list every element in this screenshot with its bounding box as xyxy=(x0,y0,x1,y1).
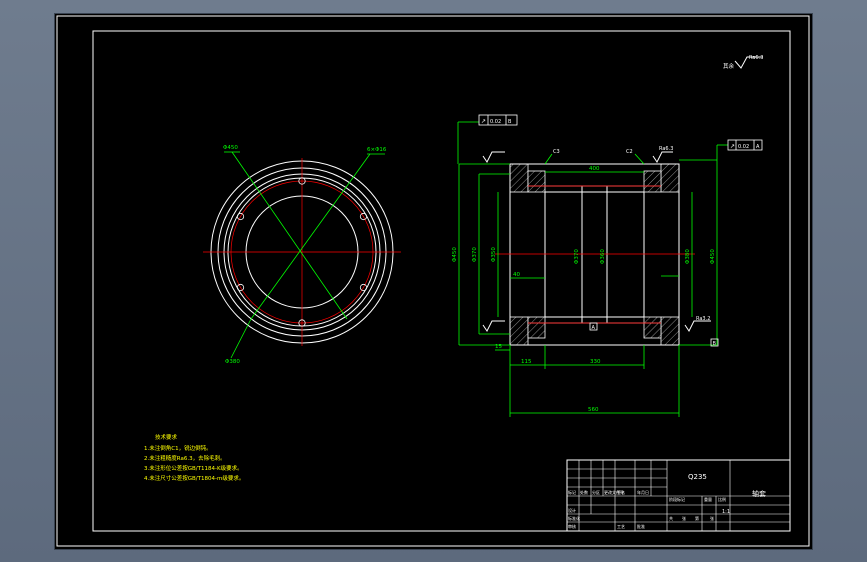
title-block-label: 阶段标记 xyxy=(669,496,685,502)
notes-item-1: 2.未注粗糙度Ra6.3，去除毛刺。 xyxy=(144,454,226,462)
fcf-top-left xyxy=(478,114,518,126)
title-block-frame xyxy=(566,459,791,532)
fcf-tol-right: 0.02 xyxy=(738,144,749,150)
title-block-label: 第 xyxy=(695,515,699,521)
title-block-label: 张 xyxy=(710,515,714,521)
bolt-holes xyxy=(236,177,368,327)
bolt-hole xyxy=(359,212,368,221)
title-block-label: 标记 xyxy=(568,489,576,495)
notes-item-0: 1.未注倒角C1，锐边倒钝。 xyxy=(144,444,212,452)
title-part-name: 轴套 xyxy=(752,489,766,498)
title-block-label: 张 xyxy=(682,515,686,521)
flange-right-top-hatch xyxy=(660,163,680,193)
notes-item-2: 3.未注形位公差按GB/T1184-K级要求。 xyxy=(144,464,243,472)
dim-outer-left: Φ450 xyxy=(452,247,458,262)
dim-mid-right: Φ380 xyxy=(685,249,691,264)
front-label-1: 6×Φ16 xyxy=(367,147,387,153)
roughness-right-icon xyxy=(684,320,711,332)
datum-b: B xyxy=(713,341,717,347)
dim-top: 400 xyxy=(589,166,600,172)
bolt-hole xyxy=(359,283,368,292)
dim-small: 40 xyxy=(513,272,520,278)
leader-top-left xyxy=(231,151,348,320)
bolt-hole xyxy=(236,212,245,221)
flange-left-bot-step xyxy=(527,316,546,339)
dim-bottom-mid: 330 xyxy=(590,359,601,365)
title-scale: 1:1 xyxy=(722,509,730,515)
chamfer-leader-left xyxy=(544,153,553,165)
title-material: Q235 xyxy=(688,473,707,481)
flange-left-bot-hatch xyxy=(509,316,529,346)
title-block-label: 处数 xyxy=(580,489,588,495)
corner-roughness-value: Ra6.3 xyxy=(749,55,763,61)
dim-left-small: 15 xyxy=(495,344,502,350)
dim-center-b: Φ360 xyxy=(600,249,606,264)
title-block-label: 审核 xyxy=(568,523,576,529)
bolt-hole xyxy=(298,177,306,185)
notes-item-3: 4.未注尺寸公差按GB/T1804-m级要求。 xyxy=(144,474,244,482)
fcf-top-right xyxy=(727,139,763,151)
datum-box-a xyxy=(589,322,598,331)
title-block-grid xyxy=(567,460,790,531)
title-block-label: 标准化 xyxy=(568,515,580,521)
flange-right-bot-hatch xyxy=(660,316,680,346)
front-view[interactable]: Φ450 6×Φ16 Φ380 xyxy=(203,145,401,365)
dim-mid-left: Φ370 xyxy=(472,247,478,262)
section-view[interactable]: Φ450 Φ370 Φ350 Φ450 Φ380 400 Φ370 Φ360 4… xyxy=(452,114,763,417)
flange-right-bot-step xyxy=(643,316,662,339)
roughness-right: Ra3.2 xyxy=(696,316,710,322)
title-block-label: 更改文件号 xyxy=(604,489,624,495)
notes-title: 技术要求 xyxy=(155,433,178,441)
roughness-left-bottom-icon xyxy=(482,320,505,332)
roughness-top-right: Ra6.3 xyxy=(659,146,673,152)
title-block[interactable]: Q235 轴套 1:1 标记处数分区更改文件号签名 年月日设计审核 阶段标记 重量比例… xyxy=(566,459,791,532)
fcf-tol-left: 0.02 xyxy=(490,119,501,125)
cad-drawing-canvas[interactable]: 其余 Ra6.3 Φ450 6×Φ16 Φ380 xyxy=(55,14,812,549)
roughness-check-icon xyxy=(734,56,763,69)
title-block-label: 年月日 xyxy=(637,489,649,495)
dim-inner: Φ350 xyxy=(491,247,497,262)
title-block-labels: 标记处数分区更改文件号签名 年月日设计审核 阶段标记 重量比例共 张 第 张 标准化工艺 批准 xyxy=(568,489,726,529)
corner-roughness-symbol: 其余 Ra6.3 xyxy=(723,55,763,70)
dim-right: Φ450 xyxy=(710,249,716,264)
chamfer-left: C3 xyxy=(553,149,560,155)
dim-center-a: Φ370 xyxy=(574,249,580,264)
title-block-label: 分区 xyxy=(592,489,600,495)
title-block-label: 设计 xyxy=(568,507,576,513)
title-block-label: 批准 xyxy=(637,523,645,529)
datum-a: A xyxy=(592,325,596,331)
chamfer-leader-right xyxy=(634,153,645,165)
leader-top-right xyxy=(250,153,371,320)
title-block-label: 共 xyxy=(669,515,673,521)
fcf-ref-left: B xyxy=(508,119,512,125)
title-block-label: 重量 xyxy=(704,496,712,502)
roughness-top-right-icon xyxy=(652,151,673,163)
front-label-2: Φ380 xyxy=(225,359,240,365)
chamfer-right: C2 xyxy=(626,149,633,155)
technical-notes: 技术要求 1.未注倒角C1，锐边倒钝。 2.未注粗糙度Ra6.3，去除毛刺。 3… xyxy=(144,433,244,482)
title-block-label: 比例 xyxy=(718,496,726,502)
dim-bottom-left: 115 xyxy=(521,359,532,365)
dim-overall: 560 xyxy=(588,407,599,413)
bolt-hole xyxy=(236,283,245,292)
front-label-0: Φ450 xyxy=(223,145,238,151)
corner-roughness-prefix: 其余 xyxy=(723,62,735,70)
fcf-symbol-right: ↗ xyxy=(730,143,735,150)
sheet-inner-border xyxy=(92,30,791,532)
roughness-left-top-icon xyxy=(482,151,505,163)
fcf-symbol-left: ↗ xyxy=(481,118,486,125)
flange-left-top-step xyxy=(527,170,546,193)
fcf-ref-right: A xyxy=(756,144,760,150)
flange-left-top-hatch xyxy=(509,163,529,193)
drawing-viewport[interactable]: 其余 Ra6.3 Φ450 6×Φ16 Φ380 xyxy=(55,14,812,549)
title-block-label: 签名 xyxy=(617,489,625,495)
title-block-label: 工艺 xyxy=(617,524,625,529)
leader-bottom-left xyxy=(230,318,252,359)
flange-right-top-step xyxy=(643,170,662,193)
sheet-outer-border xyxy=(56,15,810,547)
datum-box-b xyxy=(710,338,719,347)
bolt-hole xyxy=(298,319,306,327)
